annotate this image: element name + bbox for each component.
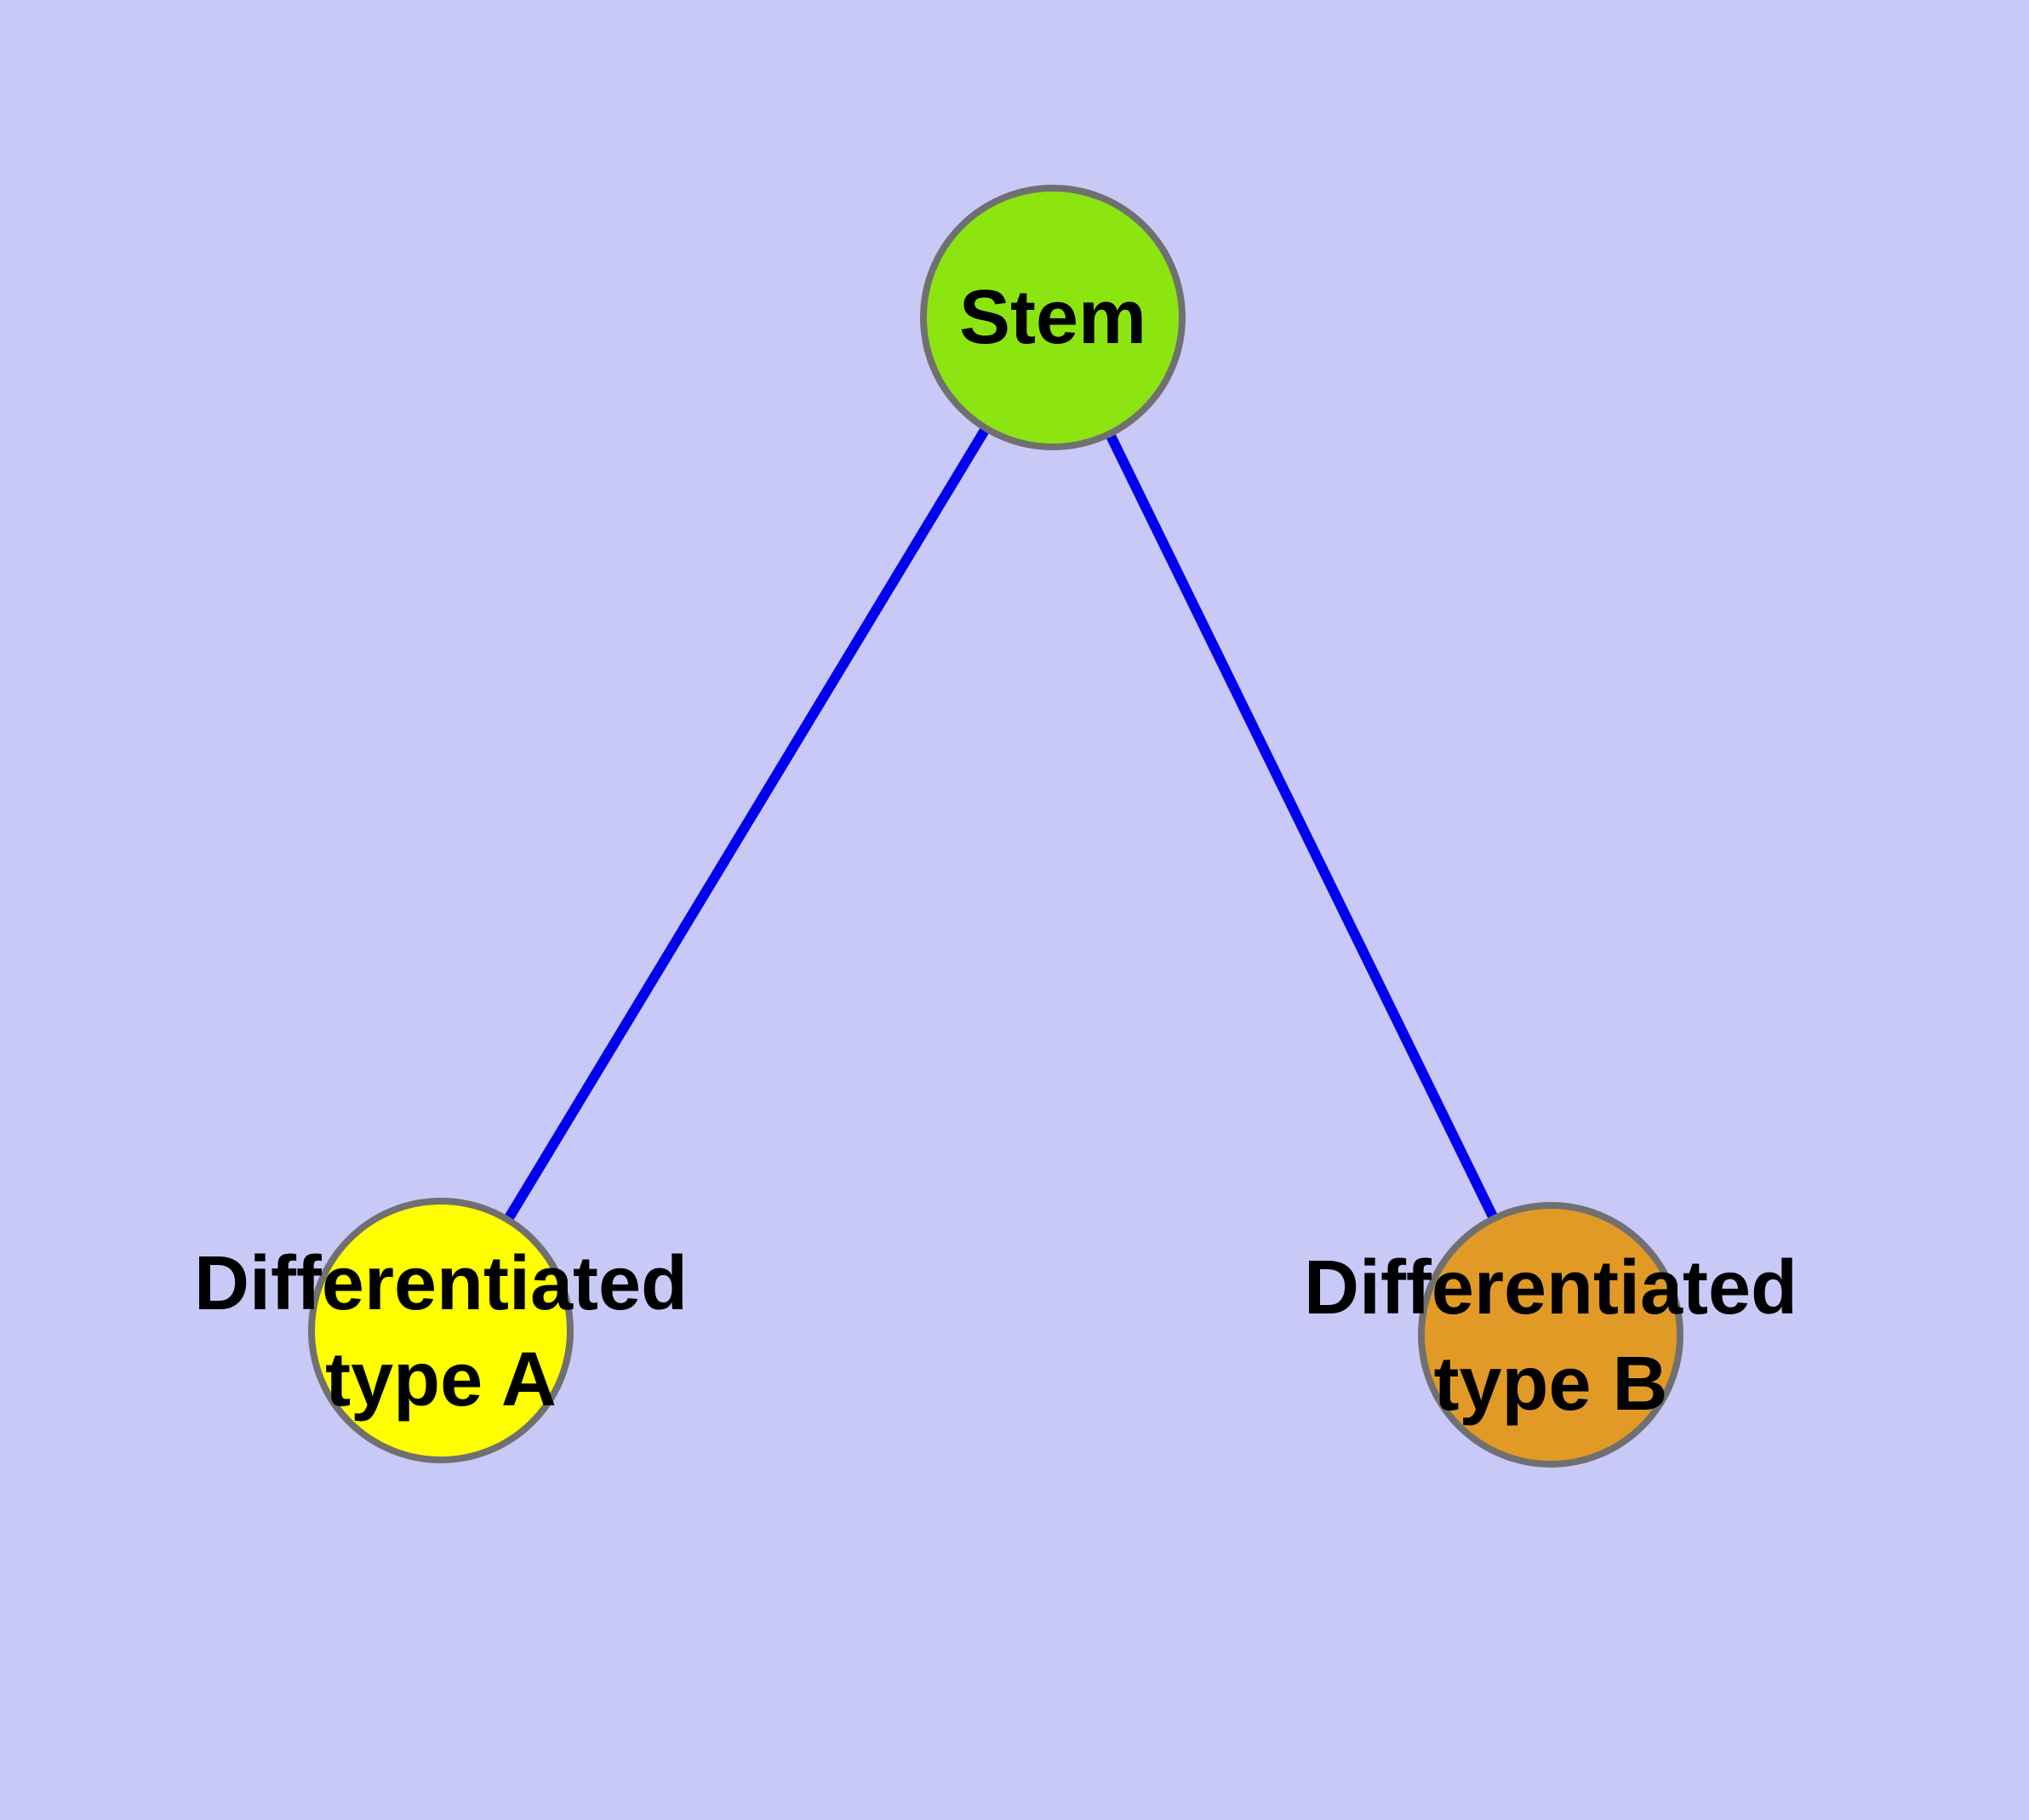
node-type-a-circle bbox=[308, 1198, 574, 1463]
node-type-b-circle bbox=[1418, 1202, 1683, 1468]
node-type-b-label-line-1: Differentiated bbox=[1304, 1245, 1798, 1331]
edge-stem-type-b bbox=[1048, 315, 1556, 1337]
edges-layer bbox=[436, 314, 1556, 1337]
edge-stem-type-a bbox=[436, 314, 1058, 1334]
node-stem-circle bbox=[920, 185, 1186, 450]
node-type-a-label-line-1: Differentiated bbox=[194, 1241, 688, 1326]
node-type-a-label-line-2: type A bbox=[325, 1337, 557, 1422]
node-type-b-label-line-2: type B bbox=[1433, 1342, 1667, 1427]
nodes-layer bbox=[308, 185, 1683, 1468]
node-stem-label-line-1: Stem bbox=[959, 275, 1146, 360]
